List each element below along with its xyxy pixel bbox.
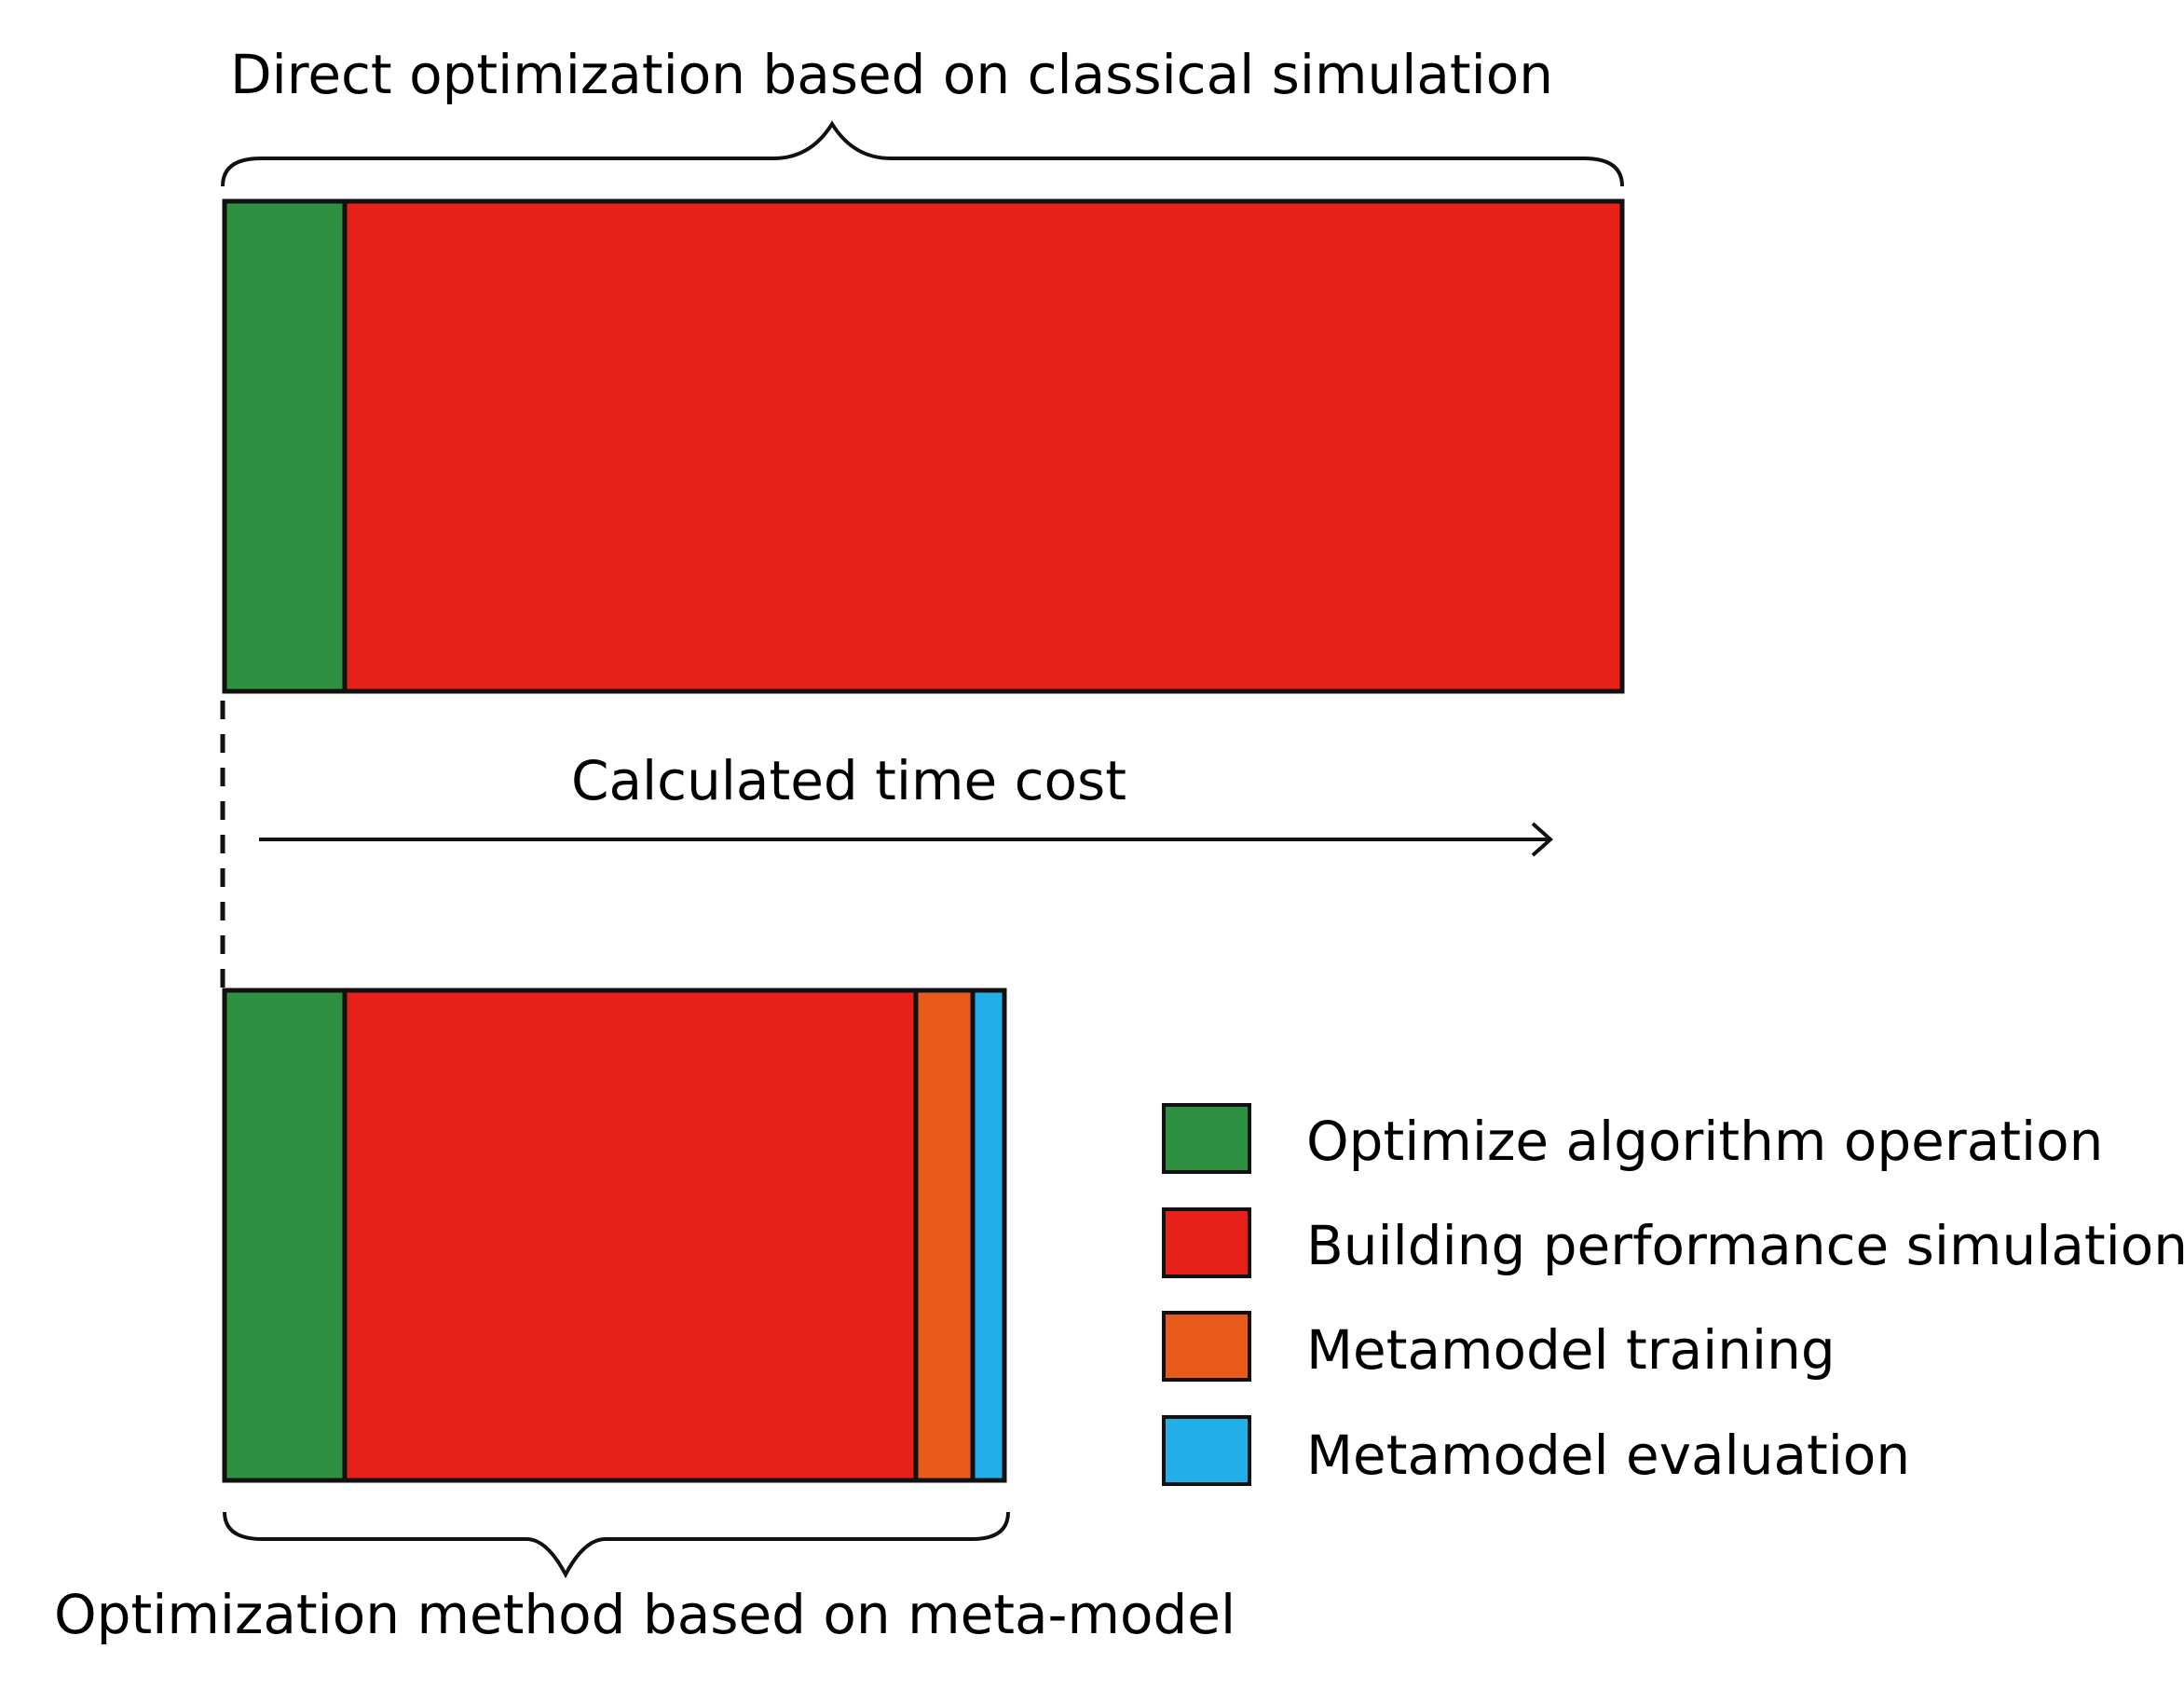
bottom-bar: [222, 988, 1007, 1483]
top-brace: [221, 120, 1624, 187]
legend-label-optimize: Optimize algorithm operation: [1306, 1110, 2103, 1173]
top-bar: [222, 198, 1625, 694]
top-bar-segment-optimize: [225, 201, 345, 691]
legend-label-evaluation: Metamodel evaluation: [1306, 1424, 1910, 1487]
bottom-bar-segment-optimize: [225, 990, 345, 1480]
legend: Optimize algorithm operation Building pe…: [1162, 1103, 2184, 1487]
legend-swatch-optimize: [1162, 1103, 1251, 1174]
time-arrow: [259, 822, 1553, 857]
top-bar-segment-simulation: [345, 201, 1622, 691]
bottom-title: Optimization method based on meta-model: [54, 1583, 1235, 1646]
bottom-brace: [223, 1511, 1010, 1579]
legend-label-simulation: Building performance simulation: [1306, 1214, 2184, 1277]
legend-swatch-simulation: [1162, 1207, 1251, 1278]
bottom-bar-segment-evaluation: [973, 990, 1004, 1480]
top-bar-outline: [222, 198, 1625, 694]
legend-swatch-evaluation: [1162, 1415, 1251, 1486]
top-title: Direct optimization based on classical s…: [230, 43, 1553, 106]
axis-label: Calculated time cost: [571, 749, 1126, 812]
legend-swatch-training: [1162, 1311, 1251, 1382]
bottom-bar-segment-training: [916, 990, 973, 1480]
legend-label-training: Metamodel training: [1306, 1318, 1836, 1382]
bottom-bar-segment-simulation: [345, 990, 916, 1480]
bottom-bar-outline: [222, 988, 1007, 1483]
